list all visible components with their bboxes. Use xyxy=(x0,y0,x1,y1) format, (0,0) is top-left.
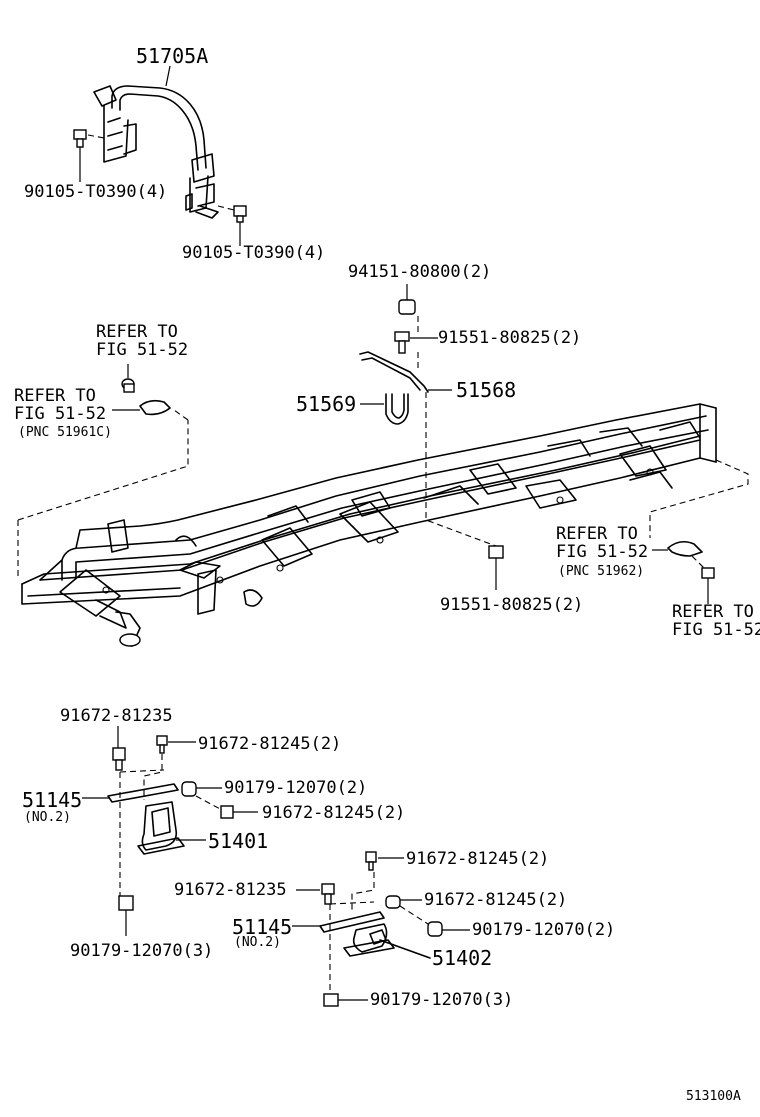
bracket-group-51402 xyxy=(292,851,470,1007)
no2-a: (NO.2) xyxy=(24,810,71,825)
part-label-91672-81235-a: 91672-81235 xyxy=(60,706,173,726)
refer-to-a-line2: FIG 51-52 xyxy=(96,340,189,360)
part-label-91551-80825-top: 91551-80825(2) xyxy=(438,328,582,348)
refer-to-a-line1: REFER TO xyxy=(96,322,178,342)
chassis-frame xyxy=(21,403,717,647)
bracket-group-51401 xyxy=(82,726,258,936)
refer-to-d-line1: REFER TO xyxy=(672,602,754,622)
part-label-90105-t0390-b: 90105-T0390(4) xyxy=(182,243,326,263)
part-label-90179-12070-2b: 90179-12070(2) xyxy=(472,920,616,940)
no2-b: (NO.2) xyxy=(234,935,281,950)
refer-to-b-line1: REFER TO xyxy=(14,386,96,406)
part-label-90105-t0390-a: 90105-T0390(4) xyxy=(24,182,168,202)
refer-to-b-line2: FIG 51-52 xyxy=(14,404,107,424)
part-label-91551-80825-bot: 91551-80825(2) xyxy=(440,595,584,615)
bolt-91551-bot xyxy=(488,545,504,590)
refer-to-c-line2: FIG 51-52 xyxy=(556,542,649,562)
part-label-90179-12070-3a: 90179-12070(3) xyxy=(70,941,214,961)
u-bolt-51569 xyxy=(360,393,409,425)
figure-id: 513100A xyxy=(686,1089,741,1104)
part-label-90179-12070-3b: 90179-12070(3) xyxy=(370,990,514,1010)
refer-to-c-line1: REFER TO xyxy=(556,524,638,544)
pnc-51961c: (PNC 51961C) xyxy=(18,425,112,440)
part-label-51145-a: 51145 xyxy=(22,788,83,812)
part-label-51569: 51569 xyxy=(296,392,357,416)
clip-refer-d xyxy=(691,555,715,604)
clip-refer-a xyxy=(121,364,135,393)
carrier-bracket-51705a xyxy=(93,85,219,219)
pnc-51962: (PNC 51962) xyxy=(558,564,645,579)
part-label-51145-b: 51145 xyxy=(232,915,293,939)
clip-refer-b xyxy=(112,399,171,416)
part-label-91672-81245-a: 91672-81245(2) xyxy=(198,734,342,754)
part-label-91672-81245-c: 91672-81245(2) xyxy=(406,849,550,869)
bolt-90105-b xyxy=(217,205,247,246)
part-label-91672-81245-d: 91672-81245(2) xyxy=(424,890,568,910)
bolt-90105-a xyxy=(73,129,105,182)
nut-94151 xyxy=(398,284,416,315)
part-label-94151-80800: 94151-80800(2) xyxy=(348,262,492,282)
part-label-51401: 51401 xyxy=(208,829,269,853)
part-label-51402: 51402 xyxy=(432,946,493,970)
part-label-90179-12070-2a: 90179-12070(2) xyxy=(224,778,368,798)
part-label-91672-81245-b: 91672-81245(2) xyxy=(262,803,406,823)
part-label-51568: 51568 xyxy=(456,378,517,402)
clip-refer-c xyxy=(652,540,703,557)
part-label-51705a: 51705A xyxy=(136,44,209,68)
part-label-91672-81235-b: 91672-81235 xyxy=(174,880,287,900)
refer-to-d-line2: FIG 51-52 xyxy=(672,620,760,640)
stay-51568 xyxy=(359,351,452,393)
bolt-91551-top xyxy=(394,331,438,354)
